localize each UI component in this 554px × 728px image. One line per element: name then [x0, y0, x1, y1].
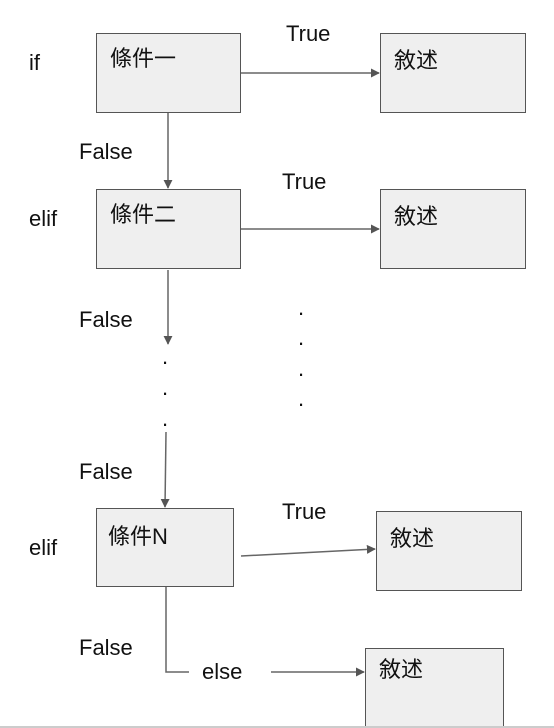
condition-text-n: 條件N — [108, 524, 168, 549]
condition-text-1: 條件一 — [110, 46, 177, 71]
condition-box-2: 條件二 — [96, 189, 241, 269]
ellipsis-dot: . — [298, 325, 305, 350]
statement-text-1: 敘述 — [394, 48, 439, 73]
false-label-4: False — [79, 635, 133, 660]
ellipsis-dot: . — [162, 375, 169, 400]
elif-keyword-1: elif — [29, 206, 58, 231]
true-label-3: True — [282, 499, 327, 524]
statement-box-1: 敘述 — [380, 33, 526, 113]
true-label-2: True — [282, 169, 327, 194]
statement-text-3: 敘述 — [390, 526, 435, 551]
false-label-3: False — [79, 459, 133, 484]
ellipsis-dot: . — [162, 344, 169, 369]
ellipsis-dot: . — [298, 386, 305, 411]
statement-text-else: 敘述 — [379, 657, 424, 682]
false-label-2: False — [79, 307, 133, 332]
ellipsis-dot: . — [298, 356, 305, 381]
statement-box-else: 敘述 — [365, 648, 504, 728]
statement-box-3: 敘述 — [376, 511, 522, 591]
false-label-1: False — [79, 139, 133, 164]
true-label-1: True — [286, 21, 331, 46]
false-arrow-3 — [160, 431, 170, 508]
condition-box-n: 條件N — [96, 508, 234, 587]
true-arrow-3 — [240, 544, 376, 557]
condition-text-2: 條件二 — [110, 202, 177, 227]
else-keyword: else — [202, 659, 243, 684]
statement-box-2: 敘述 — [380, 189, 526, 269]
elif-keyword-2: elif — [29, 535, 58, 560]
if-keyword: if — [29, 50, 40, 75]
condition-box-1: 條件一 — [96, 33, 241, 113]
else-connector — [165, 587, 189, 673]
ellipsis-dot: . — [298, 295, 305, 320]
bottom-border — [0, 726, 554, 728]
statement-text-2: 敘述 — [394, 204, 439, 229]
ellipsis-dot: . — [162, 406, 169, 431]
